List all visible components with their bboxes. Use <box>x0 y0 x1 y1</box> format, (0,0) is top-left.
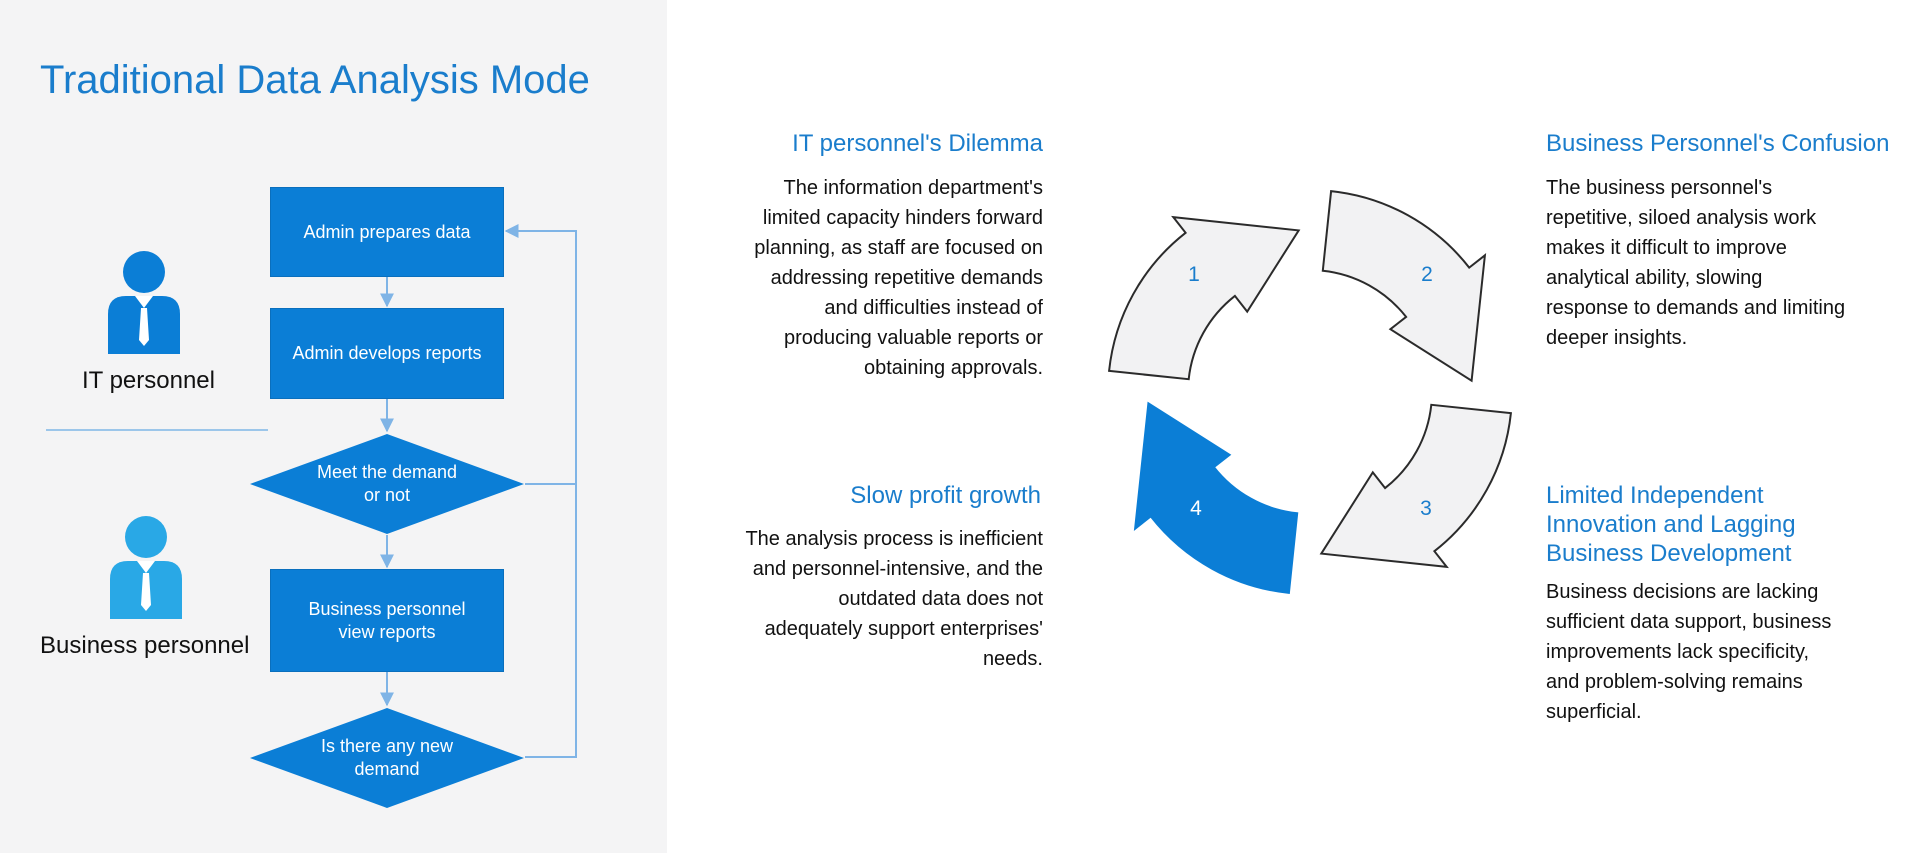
traditional-mode-panel: Traditional Data Analysis Mode IT person… <box>0 0 667 853</box>
cycle-number-3: 3 <box>1420 497 1432 520</box>
flow-step-admin-develops-reports: Admin develops reports <box>270 308 504 399</box>
it-personnel-label: IT personnel <box>82 367 215 394</box>
it-personnel-icon <box>108 251 180 354</box>
flow-decision-meet-demand-label: Meet the demand or not <box>316 462 458 505</box>
section-title-slow-profit: Slow profit growth <box>850 482 1041 509</box>
cycle-diagram: 1 2 3 4 <box>1108 190 1512 594</box>
cycle-number-4: 4 <box>1190 497 1202 520</box>
cycle-arrows <box>1108 190 1512 594</box>
flow-decision-new-demand: Is there any new demand <box>249 707 525 809</box>
cycle-arrow-2 <box>1321 190 1487 383</box>
role-divider <box>46 429 268 431</box>
flow-decision-new-demand-label: Is there any new demand <box>320 736 454 779</box>
section-text-limited-innovation: Business decisions are lacking sufficien… <box>1546 581 1832 723</box>
section-title-it-dilemma: IT personnel's Dilemma <box>792 130 1043 157</box>
section-title-limited-innovation: Limited Independent Innovation and Laggi… <box>1546 482 1796 567</box>
cycle-number-1: 1 <box>1188 263 1200 286</box>
business-personnel-label: Business personnel <box>40 632 250 659</box>
page-title: Traditional Data Analysis Mode <box>40 58 590 102</box>
section-text-slow-profit: The analysis process is inefficient and … <box>745 528 1043 670</box>
section-text-it-dilemma: The information department's limited cap… <box>754 177 1043 379</box>
flow-step-business-view-reports: Business personnel view reports <box>270 569 504 672</box>
cycle-number-2: 2 <box>1421 263 1433 286</box>
business-personnel-icon <box>110 516 182 619</box>
flow-step-admin-prepares-data: Admin prepares data <box>270 187 504 277</box>
flow-decision-meet-demand: Meet the demand or not <box>249 433 525 535</box>
cycle-arrow-3 <box>1319 403 1512 569</box>
section-title-business-confusion: Business Personnel's Confusion <box>1546 130 1890 157</box>
section-text-business-confusion: The business personnel's repetitive, sil… <box>1546 177 1846 349</box>
cycle-arrow-1 <box>1108 215 1301 381</box>
cycle-arrow-4 <box>1133 401 1299 594</box>
